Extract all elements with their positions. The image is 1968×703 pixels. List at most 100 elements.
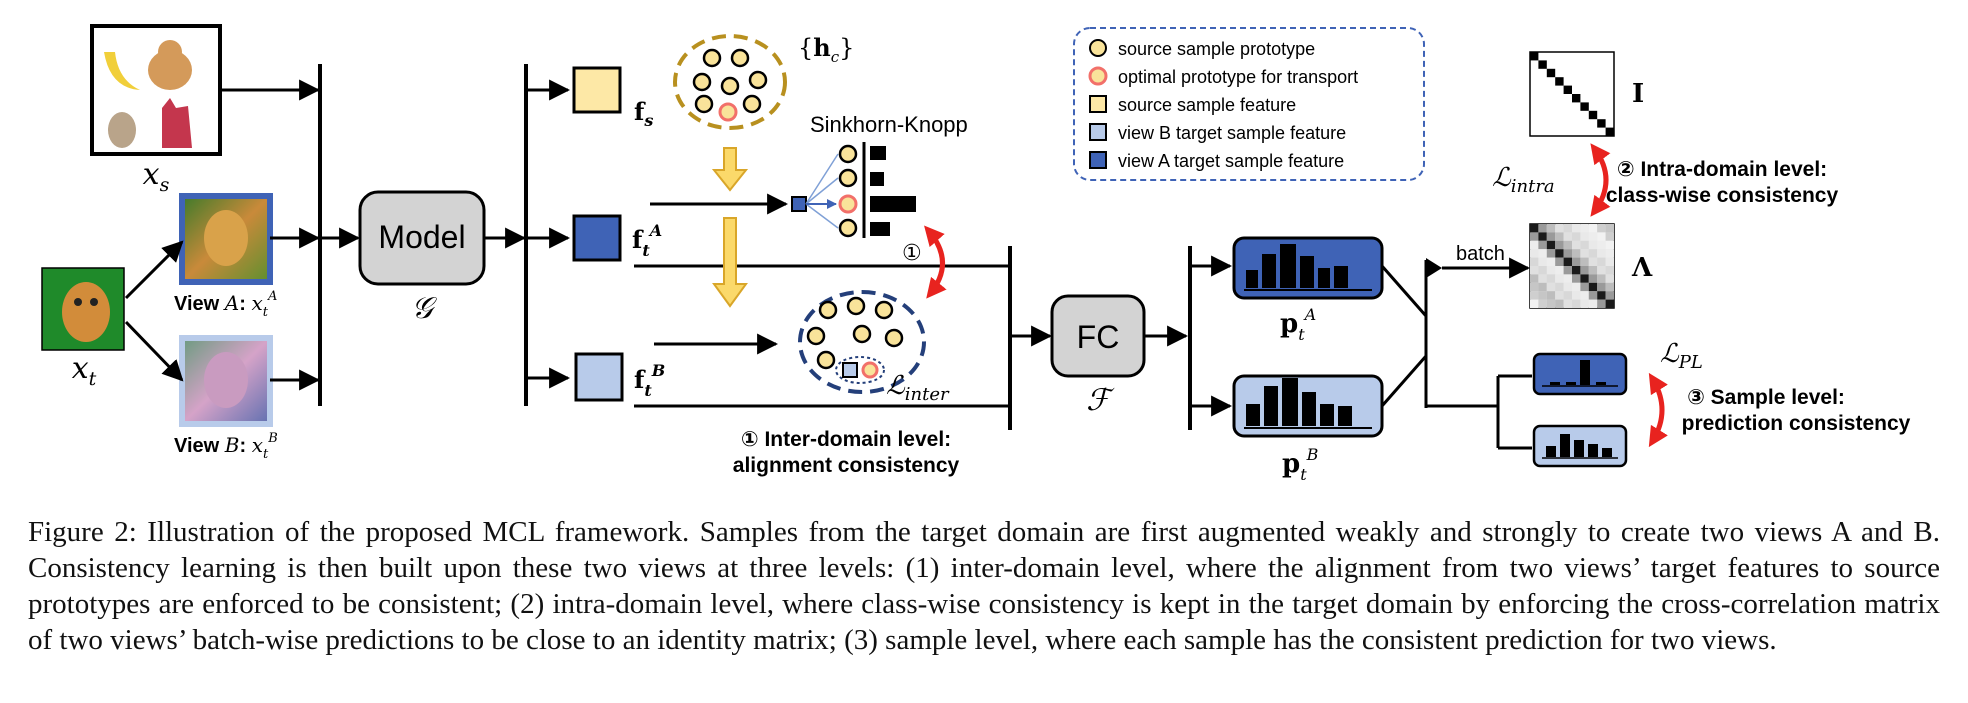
lambda-cell	[1538, 257, 1547, 266]
lambda-cell	[1563, 224, 1572, 233]
lambda-cell	[1530, 240, 1539, 250]
lambda-cell	[1597, 274, 1606, 283]
lambda-cell	[1572, 274, 1581, 283]
identity-cell	[1597, 119, 1606, 128]
l-inter-label: ℒinter	[886, 371, 950, 405]
source-prototype-cluster	[673, 34, 787, 130]
lambda-cell	[1597, 282, 1606, 292]
hc-label: {hc}	[798, 33, 854, 66]
lambda-cell	[1555, 274, 1564, 283]
legend-marker	[1089, 123, 1107, 141]
lambda-cell	[1538, 266, 1547, 275]
sample-pred-a	[1532, 352, 1628, 396]
legend-label: view B target sample feature	[1118, 123, 1346, 143]
sinkhorn-histogram	[870, 146, 916, 236]
lambda-cell	[1572, 299, 1581, 308]
identity-label: I	[1632, 79, 1644, 109]
lambda-cell	[1572, 266, 1581, 275]
lambda-cell	[1530, 274, 1539, 283]
legend-label: source sample feature	[1118, 95, 1296, 115]
fc-symbol: ℱ	[1086, 383, 1115, 418]
figure-caption: Figure 2: Illustration of the proposed M…	[28, 516, 1940, 656]
lambda-cell	[1605, 257, 1614, 266]
view-a-feature-square	[572, 214, 622, 262]
lambda-cell	[1580, 274, 1589, 283]
lambda-cell	[1538, 249, 1547, 258]
lambda-cell	[1588, 266, 1598, 275]
lambda-cell	[1555, 232, 1564, 241]
lambda-cell	[1605, 266, 1614, 275]
lambda-cell	[1546, 224, 1556, 233]
source-prototypes	[692, 48, 768, 114]
lambda-cell	[1605, 224, 1614, 233]
legend-label: view A target sample feature	[1118, 151, 1344, 171]
lambda-cell	[1580, 291, 1589, 300]
prediction-b	[1232, 374, 1384, 438]
lambda-cell	[1563, 266, 1572, 275]
lambda-cell	[1546, 232, 1556, 241]
legend-box	[1073, 27, 1425, 181]
banana-icon	[104, 52, 140, 90]
yellow-down-arrow-2	[712, 217, 748, 308]
view-a-image	[179, 193, 273, 285]
sinkhorn-label: Sinkhorn-Knopp	[810, 112, 968, 137]
lambda-cell	[1563, 240, 1572, 250]
lambda-cell	[1572, 257, 1581, 266]
lambda-cell	[1588, 291, 1598, 300]
lambda-cell	[1555, 266, 1564, 275]
legend-label: source sample prototype	[1118, 39, 1315, 59]
pta-label: ptA	[1280, 305, 1316, 344]
lambda-cell	[1555, 282, 1564, 292]
lambda-cell	[1530, 282, 1539, 292]
lambda-cell	[1597, 249, 1606, 258]
lambda-cell	[1605, 249, 1614, 258]
target-cluster-prototypes	[806, 296, 904, 370]
lambda-cell	[1572, 249, 1581, 258]
lambda-cell	[1563, 257, 1572, 266]
identity-cell	[1572, 94, 1581, 103]
lambda-cell	[1555, 291, 1564, 300]
lambda-cell	[1546, 240, 1556, 250]
lambda-cell	[1538, 240, 1547, 250]
lambda-cell	[1555, 257, 1564, 266]
lambda-cell	[1572, 282, 1581, 292]
lambda-cell	[1580, 299, 1589, 308]
lambda-cell	[1588, 282, 1598, 292]
lambda-cell	[1597, 266, 1606, 275]
target-cluster	[798, 290, 926, 394]
lambda-cell	[1555, 240, 1564, 250]
lambda-cell	[1588, 224, 1598, 233]
identity-cell	[1580, 102, 1589, 111]
lambda-cell	[1588, 240, 1598, 250]
view-b-label: View B: xtB	[174, 431, 278, 462]
view-b-image	[179, 335, 273, 427]
lambda-cell	[1597, 257, 1606, 266]
target-label: xt	[72, 351, 97, 390]
l-pl-label: ℒPL	[1660, 339, 1703, 373]
lambda-cell	[1546, 257, 1556, 266]
lambda-cell	[1530, 257, 1539, 266]
lambda-cell	[1605, 232, 1614, 241]
lambda-cell	[1546, 266, 1556, 275]
lambda-cell	[1588, 249, 1598, 258]
level2-subtitle: class-wise consistency	[1606, 184, 1839, 207]
sample-red-arrow	[1648, 372, 1668, 448]
lambda-cell	[1588, 274, 1598, 283]
lambda-cell	[1597, 232, 1606, 241]
inter-red-arrow	[924, 225, 947, 299]
target-image	[41, 267, 125, 351]
lambda-cell	[1538, 299, 1547, 308]
identity-cell	[1555, 77, 1564, 86]
identity-cell	[1563, 85, 1572, 94]
yellow-down-arrow-1	[711, 147, 749, 192]
lambda-cell	[1530, 266, 1539, 275]
transport-links	[805, 153, 839, 229]
lambda-cell	[1546, 291, 1556, 300]
legend-marker	[1089, 151, 1107, 169]
level1-subtitle: alignment consistency	[733, 454, 960, 477]
fs-label: fs	[634, 97, 653, 130]
lambda-cell	[1563, 232, 1572, 241]
teddy-bear-icon	[148, 50, 192, 90]
lambda-cell	[1538, 282, 1547, 292]
lambda-cell	[1580, 232, 1589, 241]
